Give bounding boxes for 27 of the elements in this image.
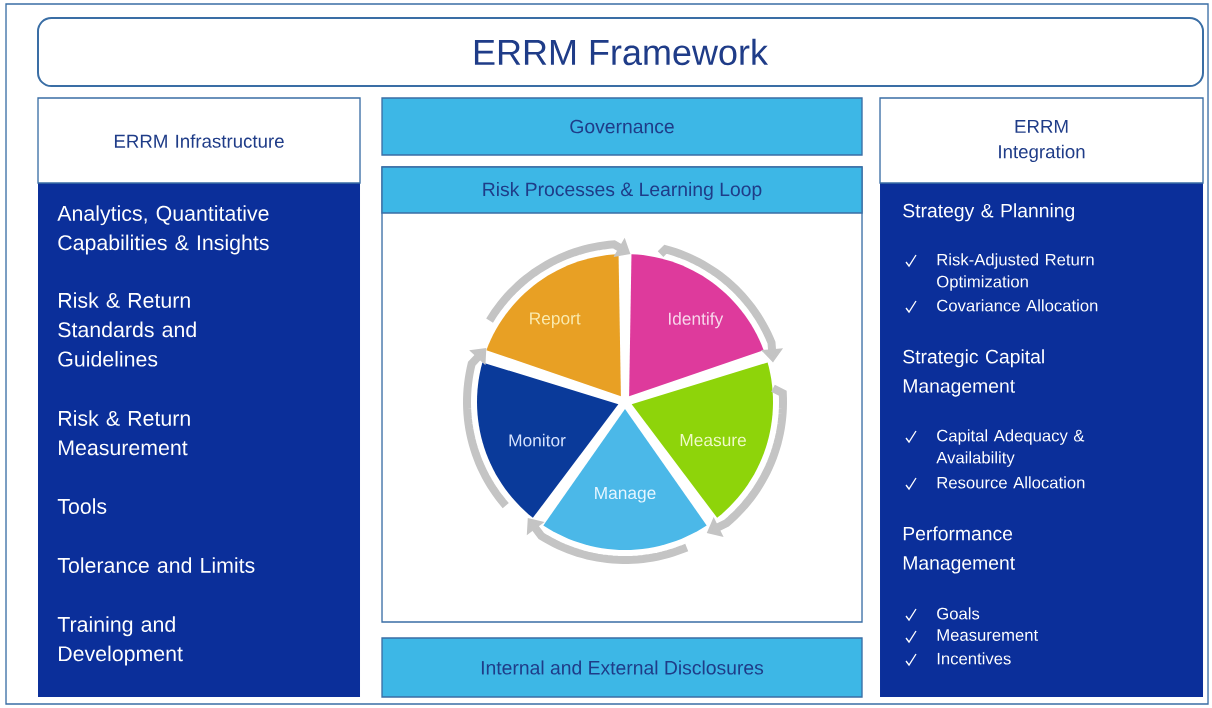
check-item: Covariance Allocation: [937, 299, 1098, 312]
list-item: Tolerance and Limits: [57, 557, 255, 573]
section-heading: Strategy & Planning: [903, 203, 1075, 222]
check-item: Goals: [937, 607, 980, 620]
cycle-arrow: [463, 348, 509, 509]
list-item: Risk & Return Measurement: [59, 410, 190, 456]
title-box: ERRM Framework: [37, 17, 1204, 87]
section-heading: Performance Management: [903, 526, 1015, 574]
panel-heading: Risk Processes & Learning Loop: [483, 182, 762, 200]
cycle-segment: Report: [486, 254, 621, 397]
check-item: Risk-Adjusted Return Optimization: [937, 253, 1094, 291]
band-box: Internal and External Disclosures: [381, 637, 863, 698]
list-item: Analytics, Quantitative Capabilities & Insights: [57, 205, 269, 255]
band-box: Governance: [381, 97, 863, 156]
check-item: Capital Adequacy & Availability: [936, 429, 1085, 467]
list-item: Risk & Return Standards and Guidelines: [58, 292, 196, 367]
check-item: Incentives: [937, 652, 1011, 665]
section-heading: Strategic Capital Management: [903, 349, 1044, 397]
list-item: Training and Development: [57, 616, 183, 666]
column-panel: [879, 97, 1204, 697]
check-item: Measurement: [937, 629, 1039, 641]
list-item: Tools: [57, 498, 107, 514]
column-panel: [37, 97, 361, 697]
column-heading: ERRM Infrastructure: [114, 134, 284, 148]
check-item: Resource Allocation: [937, 476, 1085, 489]
column-heading: ERRM Integration: [999, 120, 1085, 162]
cycle-segment: Identify: [629, 254, 764, 397]
